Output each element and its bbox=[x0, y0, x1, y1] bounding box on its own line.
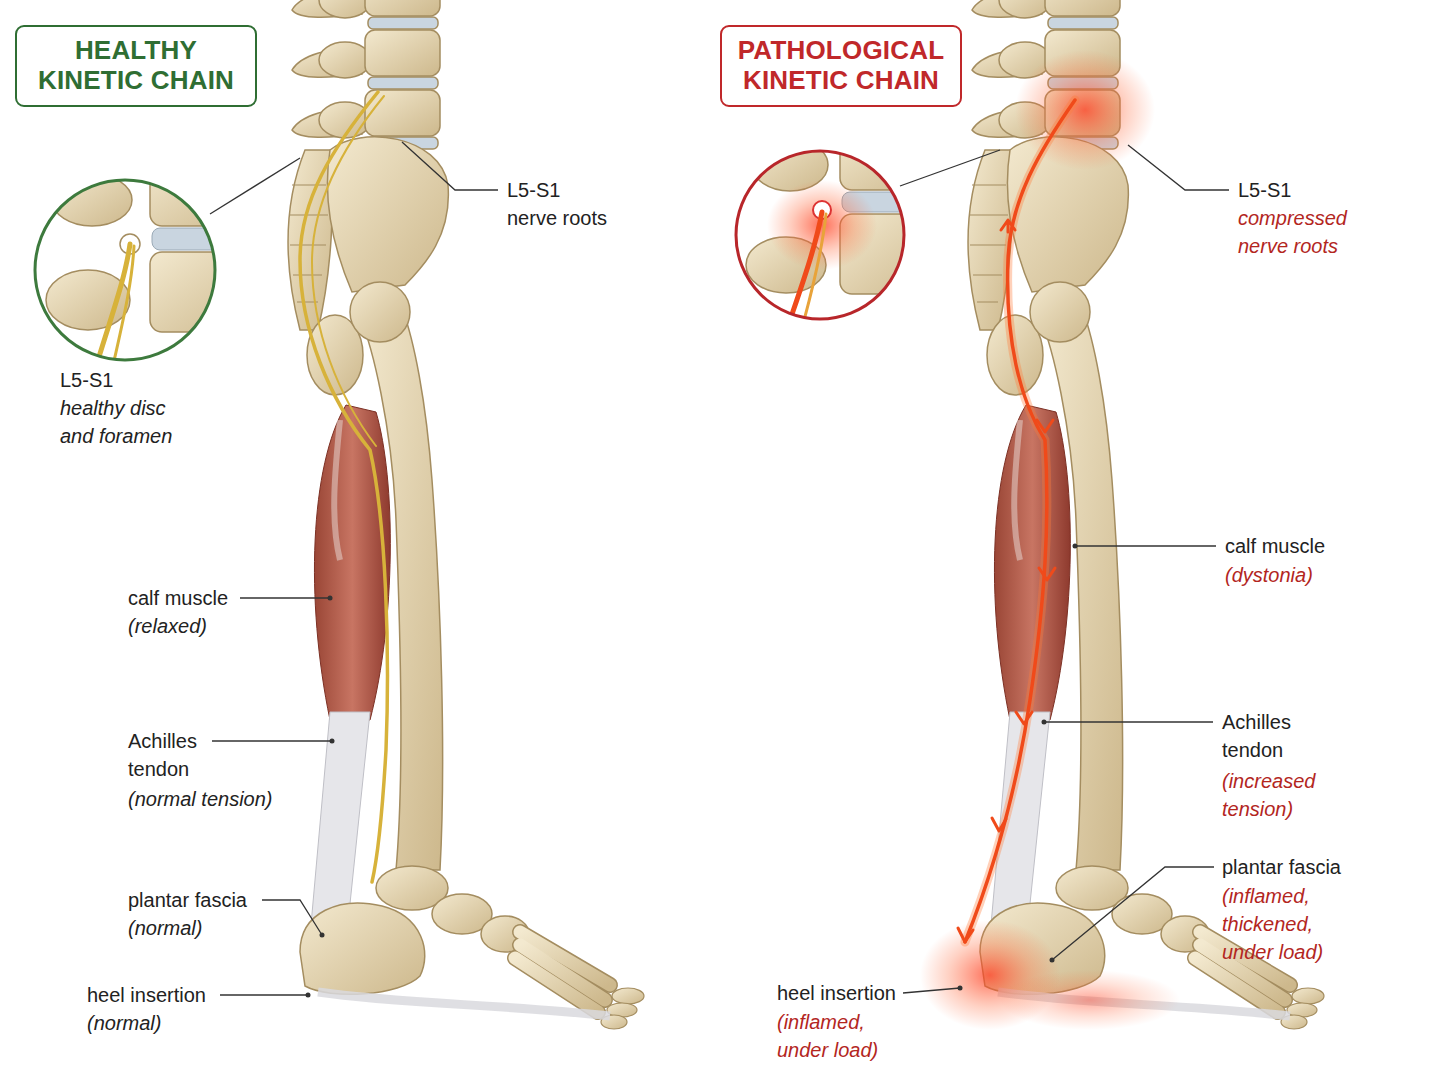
title-box: PATHOLOGICAL KINETIC CHAIN bbox=[720, 25, 962, 107]
part-label: Achilles tendon bbox=[128, 727, 228, 783]
state-note: (increased tension) bbox=[1222, 767, 1332, 823]
state-note: (dystonia) bbox=[1225, 561, 1313, 589]
state-note: (relaxed) bbox=[128, 612, 207, 640]
part-label: calf muscle bbox=[1225, 532, 1325, 560]
title-text: HEALTHY KINETIC CHAIN bbox=[27, 36, 245, 96]
part-label: Achilles tendon bbox=[1222, 708, 1322, 764]
part-label: plantar fascia bbox=[1222, 853, 1341, 881]
state-note: (normal tension) bbox=[128, 785, 273, 813]
state-note: (inflamed, under load) bbox=[777, 1008, 895, 1064]
part-label: L5-S1 bbox=[60, 366, 113, 394]
state-note: (inflamed, thickened, under load) bbox=[1222, 882, 1340, 966]
part-label: nerve roots bbox=[507, 204, 607, 232]
state-note: (normal) bbox=[87, 1009, 161, 1037]
state-note: (normal) bbox=[128, 914, 202, 942]
state-note: healthy disc and foramen bbox=[60, 394, 190, 450]
part-label: L5-S1 bbox=[1238, 176, 1291, 204]
state-note: compressed nerve roots bbox=[1238, 204, 1363, 260]
part-label: calf muscle bbox=[128, 584, 228, 612]
part-label: L5-S1 bbox=[507, 176, 560, 204]
title-text: PATHOLOGICAL KINETIC CHAIN bbox=[732, 36, 950, 96]
part-label: heel insertion bbox=[87, 981, 206, 1009]
part-label: heel insertion bbox=[777, 979, 896, 1007]
title-box: HEALTHY KINETIC CHAIN bbox=[15, 25, 257, 107]
part-label: plantar fascia bbox=[128, 886, 247, 914]
